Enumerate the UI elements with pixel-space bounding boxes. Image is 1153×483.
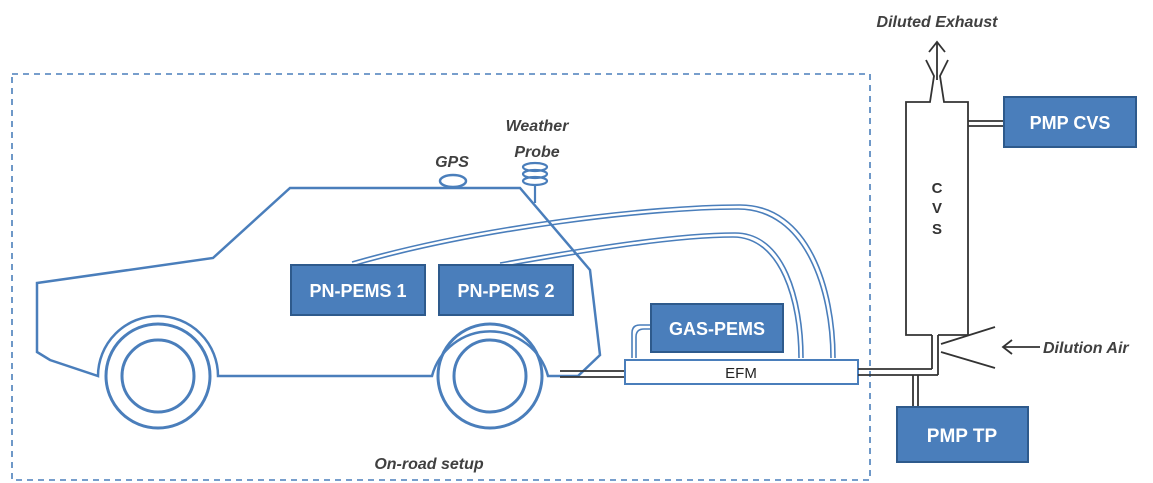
cvs-tunnel	[905, 40, 1040, 369]
pn-pems-2-box: PN-PEMS 2	[438, 264, 574, 316]
transfer-pipe	[858, 335, 939, 407]
pn-pems-1-box: PN-PEMS 1	[290, 264, 426, 316]
pn-pems-2-label: PN-PEMS 2	[457, 281, 554, 301]
rear-wheel-inner	[452, 338, 528, 414]
tailpipe	[560, 370, 625, 378]
gas-pems-label: GAS-PEMS	[669, 319, 765, 339]
cvs-letter-c: C	[932, 180, 943, 197]
weather-label-line2: Probe	[514, 144, 559, 161]
gps-label: GPS	[435, 154, 469, 171]
efm-label: EFM	[725, 365, 757, 382]
onroad-setup-boundary	[11, 73, 871, 481]
gas-pems-box: GAS-PEMS	[650, 303, 784, 353]
dilution-air-label: Dilution Air	[1043, 340, 1129, 357]
rear-wheel-outer	[436, 322, 544, 430]
front-wheel-outer	[104, 322, 212, 430]
gps-antenna-icon	[438, 173, 468, 189]
onroad-setup-label: On-road setup	[374, 456, 484, 473]
diluted-exhaust-label: Diluted Exhaust	[877, 14, 999, 31]
efm-unit: EFM	[624, 359, 859, 385]
sample-lines	[351, 204, 836, 359]
cvs-letter-v: V	[932, 200, 942, 217]
pmp-cvs-label: PMP CVS	[1030, 113, 1111, 133]
cvs-letter-s: S	[932, 221, 942, 238]
pn-pems-1-label: PN-PEMS 1	[309, 281, 406, 301]
vehicle	[35, 161, 602, 430]
pmp-cvs-box: PMP CVS	[1003, 96, 1137, 148]
weather-probe-icon	[521, 161, 549, 203]
weather-label-line1: Weather	[506, 118, 570, 135]
pmp-tp-label: PMP TP	[927, 426, 998, 447]
front-wheel-inner	[120, 338, 196, 414]
pmp-tp-box: PMP TP	[896, 406, 1029, 463]
